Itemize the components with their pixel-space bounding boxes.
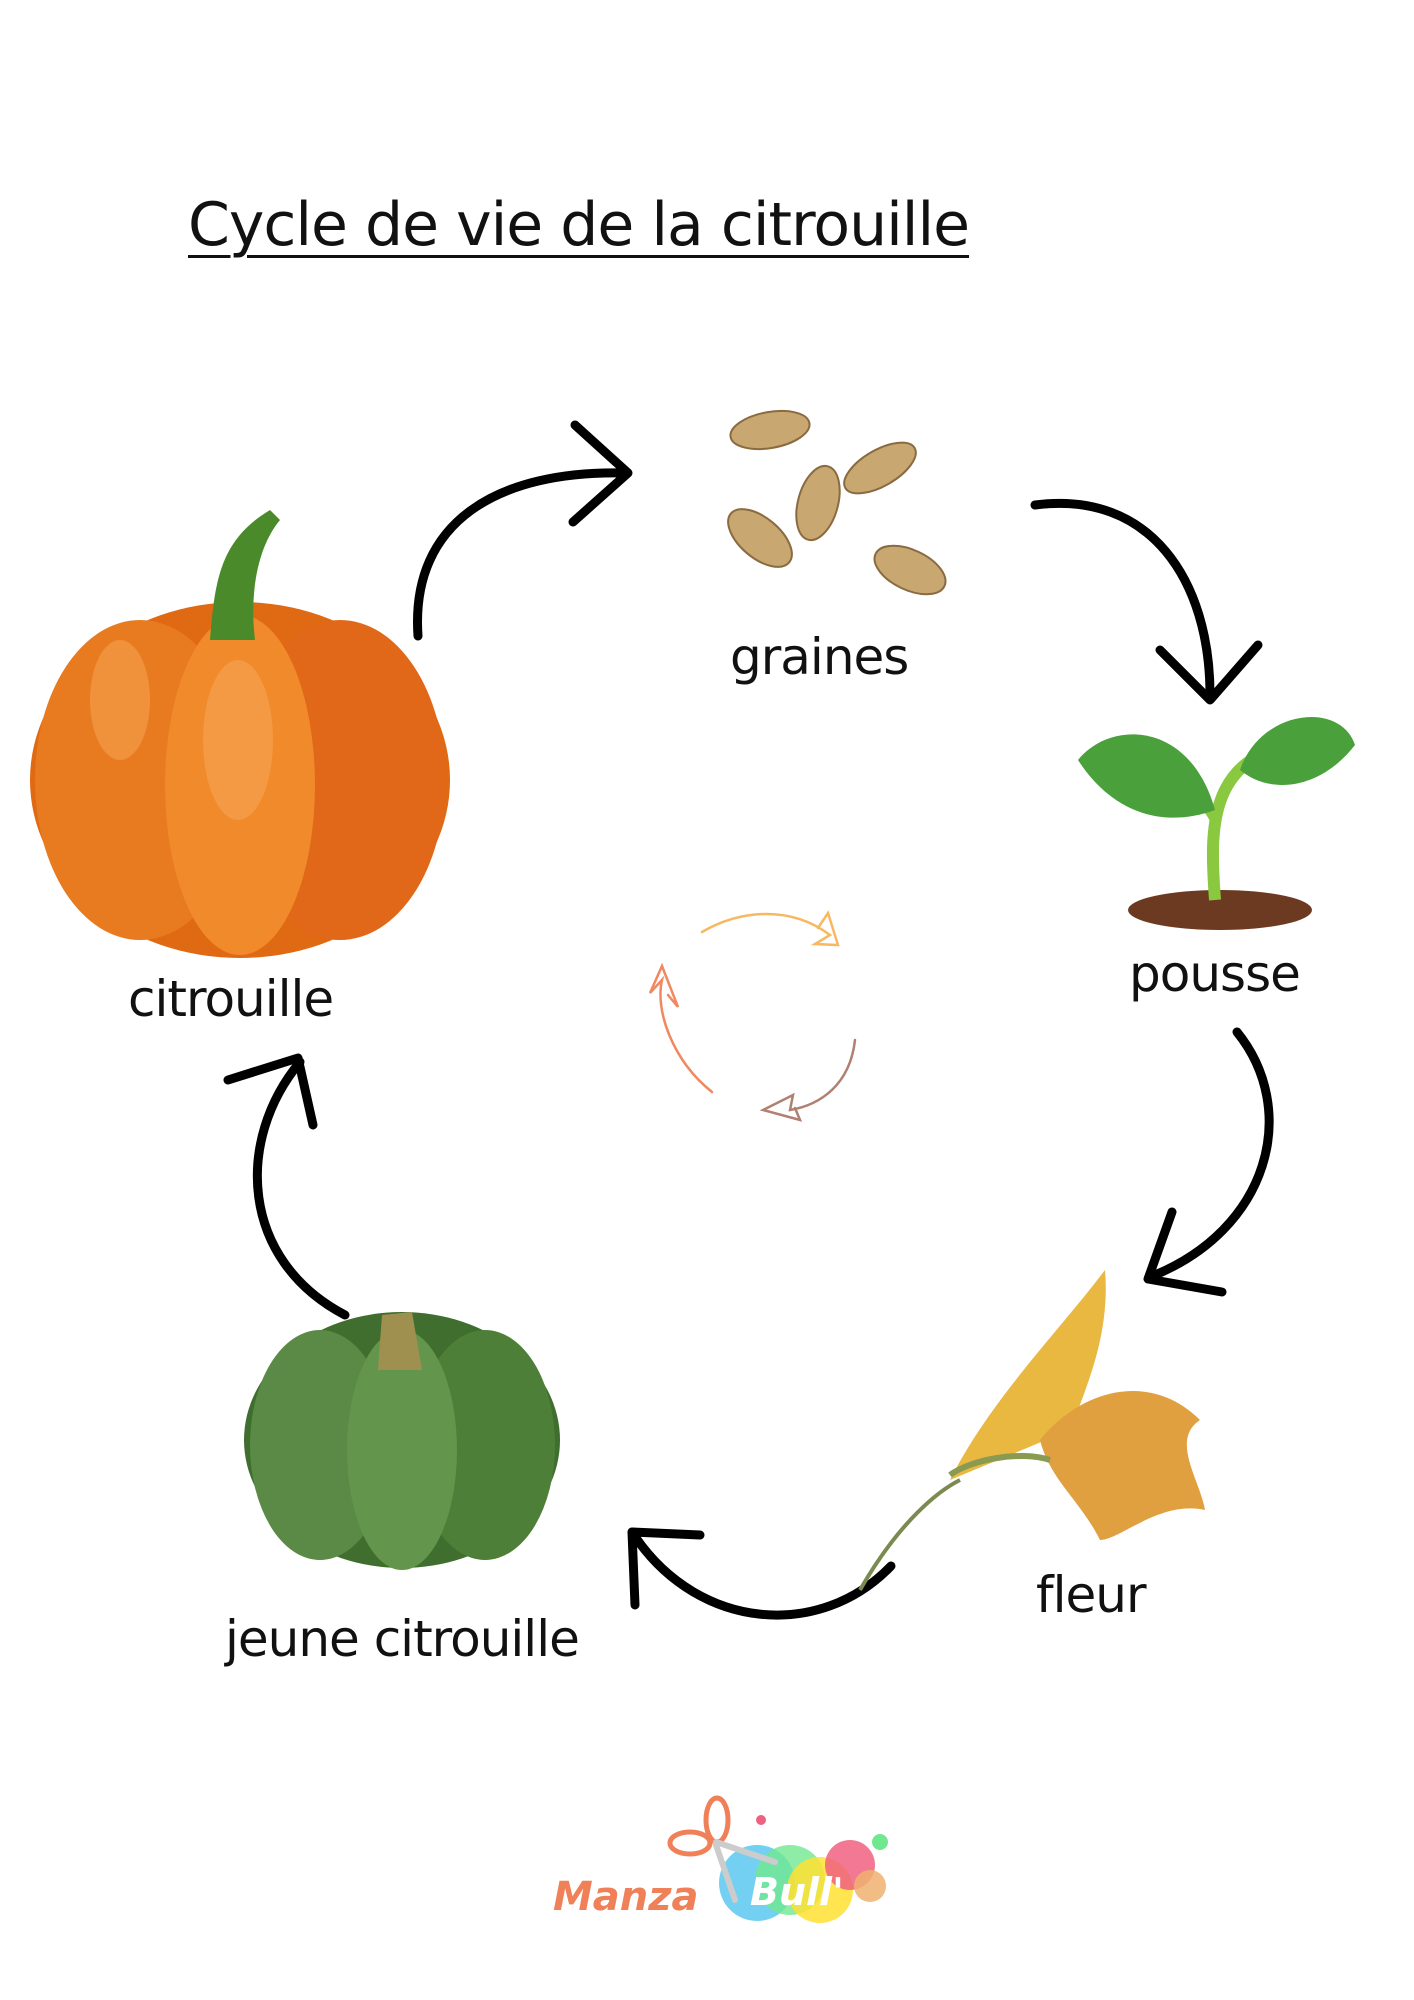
seeds-image <box>727 409 947 596</box>
label-sprout: pousse <box>1129 945 1301 1003</box>
label-flower: fleur <box>1036 1566 1147 1624</box>
label-pumpkin: citrouille <box>128 970 334 1028</box>
sprout-image <box>1078 717 1355 930</box>
svg-text:Manza: Manza <box>553 1874 699 1920</box>
svg-text:Bull': Bull' <box>750 1870 844 1914</box>
label-seeds: graines <box>730 628 909 686</box>
young-pumpkin-image <box>244 1312 560 1570</box>
label-young-pumpkin: jeune citrouille <box>225 1610 580 1668</box>
page-title: Cycle de vie de la citrouille <box>188 190 970 260</box>
arrow-pumpkin-to-seeds <box>413 420 633 641</box>
arrow-young-to-pumpkin <box>223 1053 350 1320</box>
center-cycle-icon <box>648 910 857 1122</box>
arrow-seeds-to-sprout <box>1030 498 1263 705</box>
manzabull-logo: Manza Bull' <box>553 1795 888 1923</box>
arrow-flower-to-young-pumpkin <box>627 1527 896 1620</box>
flower-image <box>858 1270 1205 1591</box>
arrow-sprout-to-flower <box>1143 1027 1274 1297</box>
pumpkin-image <box>30 510 450 958</box>
